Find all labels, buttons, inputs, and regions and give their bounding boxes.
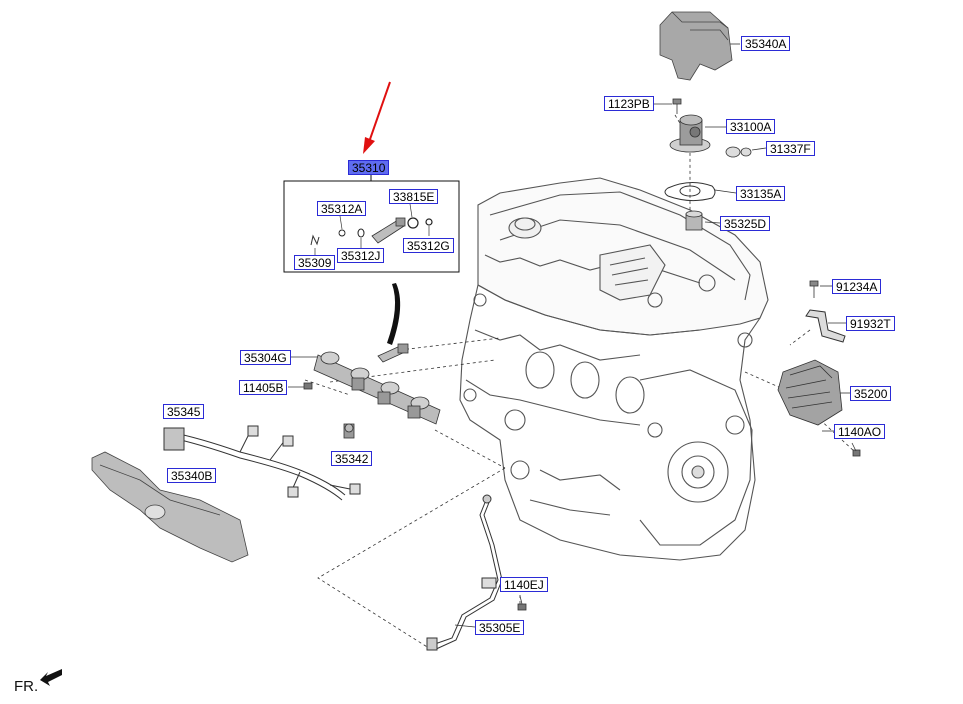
bracket-icon (805, 309, 846, 343)
part-label-35312j[interactable]: 35312J (337, 248, 385, 263)
rail-injector-icon (377, 343, 409, 363)
part-label-33100a[interactable]: 33100A (726, 119, 776, 134)
fuel-rail-icon (313, 351, 441, 425)
part-label-11405b[interactable]: 11405B (239, 380, 288, 395)
wiring-harness-icon (163, 425, 361, 501)
washer-icon (338, 229, 346, 237)
part-label-35309[interactable]: 35309 (294, 255, 336, 270)
clip-icon (310, 234, 320, 246)
rail-bolt-icon (303, 382, 313, 390)
part-label-35200[interactable]: 35200 (850, 386, 892, 401)
engine-block (459, 177, 769, 561)
part-label-33815e[interactable]: 33815E (389, 189, 439, 204)
part-label-1140ej[interactable]: 1140EJ (500, 577, 548, 592)
part-label-35310[interactable]: 35310 (348, 160, 390, 175)
part-label-33135a[interactable]: 33135A (736, 186, 786, 201)
pump-gasket-icon (664, 182, 716, 202)
module-icon (777, 359, 843, 426)
part-label-35345[interactable]: 35345 (163, 404, 205, 419)
part-label-91932t[interactable]: 91932T (846, 316, 895, 331)
leader-lines (288, 43, 856, 651)
part-label-91234a[interactable]: 91234A (832, 279, 882, 294)
arrow-icon (40, 669, 62, 686)
pointer-arrow-icon (363, 81, 391, 154)
part-label-35304g[interactable]: 35304G (240, 350, 291, 365)
bolt-icon (672, 98, 682, 114)
part-label-35342[interactable]: 35342 (331, 451, 373, 466)
sensor-clip-icon (725, 146, 752, 158)
part-label-1140ao[interactable]: 1140AO (834, 424, 886, 439)
part-label-35312g[interactable]: 35312G (403, 238, 454, 253)
injector-icon (371, 217, 406, 244)
bracket-bolt-icon (809, 280, 819, 298)
part-label-31337f[interactable]: 31337F (766, 141, 815, 156)
part-label-35312a[interactable]: 35312A (317, 201, 367, 216)
front-direction-label: FR. (14, 678, 39, 695)
pump-cover-icon (659, 11, 733, 81)
part-label-35325d[interactable]: 35325D (720, 216, 771, 231)
inset-callout-pointer (387, 283, 401, 345)
fuel-pump-icon (669, 114, 711, 153)
harness-cover-icon (91, 451, 249, 563)
clip-ring-icon (357, 228, 365, 238)
seal-ring-icon (425, 218, 433, 226)
part-label-35305e[interactable]: 35305E (475, 620, 525, 635)
part-label-35340a[interactable]: 35340A (741, 36, 791, 51)
tappet-icon (685, 210, 703, 231)
o-ring-icon (407, 217, 419, 229)
part-label-1123pb[interactable]: 1123PB (604, 96, 654, 111)
module-bolt-icon (851, 442, 861, 457)
pipe-bolt-icon (517, 595, 527, 611)
pressure-sensor-icon (343, 423, 355, 439)
part-label-35340b[interactable]: 35340B (167, 468, 217, 483)
fuel-pipe-icon (426, 494, 503, 651)
